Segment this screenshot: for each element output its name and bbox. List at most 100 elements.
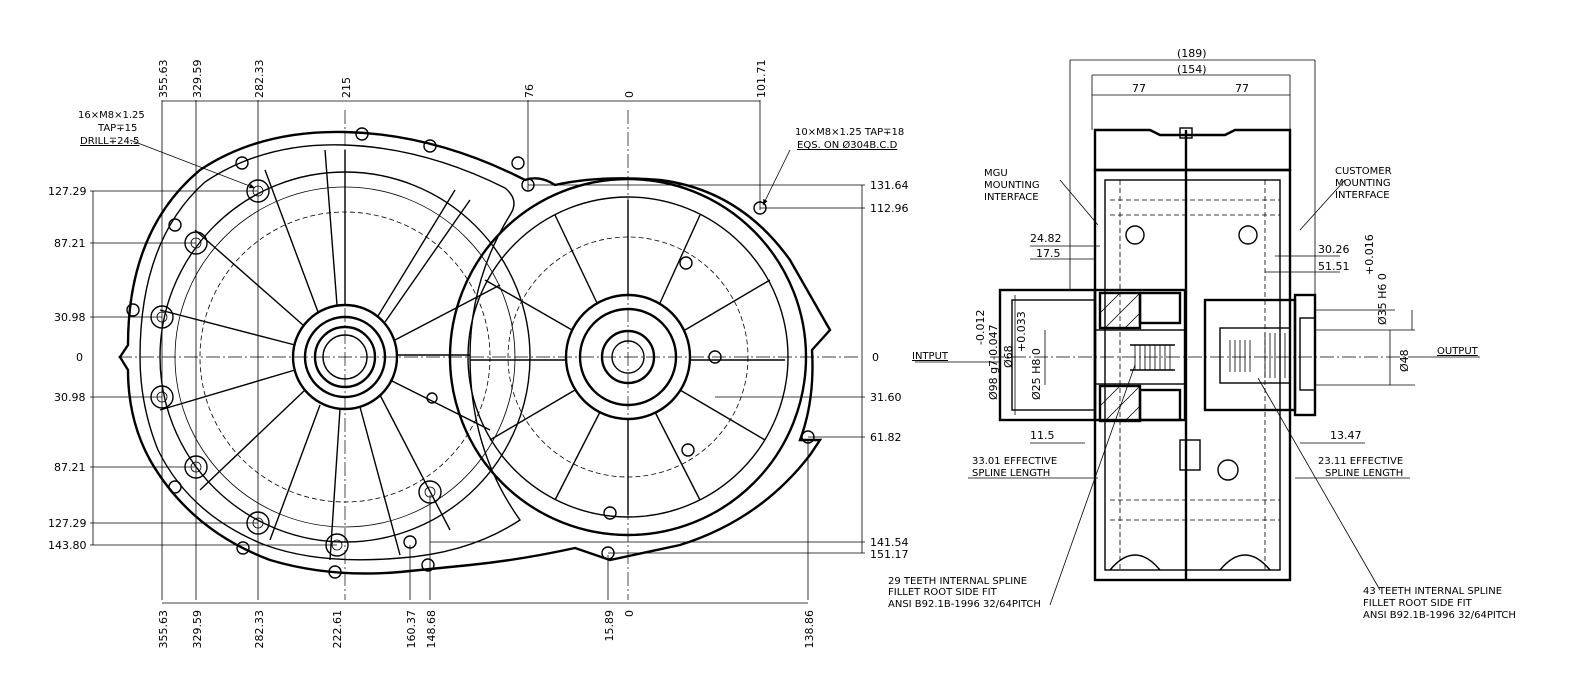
spline-right-line-1: 23.11 EFFECTIVE (1318, 456, 1403, 467)
dim-top-2: 282.33 (253, 60, 266, 99)
dim-right-3: 31.60 (870, 391, 902, 404)
dim-left-6: 127.29 (48, 517, 87, 530)
dim-bottom-8: 138.86 (803, 610, 816, 649)
dim-bottom-4: 160.37 (405, 610, 418, 649)
dim-bottom-0: 355.63 (157, 610, 170, 649)
customer-line-3: INTERFACE (1335, 190, 1390, 201)
dim-top-1: 329.59 (191, 60, 204, 99)
dim-13-47: 13.47 (1330, 429, 1362, 442)
dia-35: Ø35 H6 0 (1376, 273, 1389, 325)
tap-note-right-line-1: 10×M8×1.25 TAP∓18 (795, 127, 904, 138)
dim-left-7: 143.80 (48, 539, 87, 552)
tap-note-left: 16×M8×1.25 TAP∓15 DRILL∓24.5 (78, 110, 145, 147)
spline-length-right: 23.11 EFFECTIVE SPLINE LENGTH (1318, 456, 1403, 479)
dim-bottom-5: 148.68 (425, 610, 438, 649)
dia-68: Ø68 (1002, 345, 1015, 368)
dim-bottom-7: 0 (623, 610, 636, 617)
spline-length-left: 33.01 EFFECTIVE SPLINE LENGTH (972, 456, 1057, 479)
spline-note-left-2: FILLET ROOT SIDE FIT (888, 587, 998, 598)
dim-77-left: 77 (1132, 82, 1146, 95)
spline-right-line-2: SPLINE LENGTH (1325, 468, 1403, 479)
dim-17-5: 17.5 (1036, 247, 1061, 260)
dim-right-2: 0 (872, 351, 879, 364)
dim-top-3: 215 (340, 77, 353, 98)
dim-bottom-3: 222.61 (331, 610, 344, 649)
front-view-top-dims: 355.63 329.59 282.33 215 76 0 101.71 (157, 60, 768, 99)
top-extension-lines (161, 100, 809, 604)
dim-right-4: 61.82 (870, 431, 902, 444)
dim-left-2: 30.98 (54, 311, 86, 324)
mgu-line-1: MGU (984, 168, 1008, 179)
spline-note-right-1: 43 TEETH INTERNAL SPLINE (1363, 586, 1502, 597)
dia-48: Ø48 (1398, 349, 1411, 372)
dia-98: Ø98 g7-0.047 (987, 324, 1000, 400)
output-label: OUTPUT (1437, 346, 1479, 357)
dim-77-right: 77 (1235, 82, 1249, 95)
mgu-line-2: MOUNTING (984, 180, 1040, 191)
spline-left-line-2: SPLINE LENGTH (972, 468, 1050, 479)
mgu-line-3: INTERFACE (984, 192, 1039, 203)
housing-outline-left (118, 130, 832, 575)
front-view (90, 100, 865, 604)
dim-top-6: 101.71 (755, 60, 768, 99)
dim-right-6: 151.17 (870, 548, 909, 561)
tap-note-right-line-2: EQS. ON Ø304B.C.D (797, 139, 898, 151)
front-view-right-dims: 131.64 112.96 0 31.60 61.82 141.54 151.1… (870, 179, 909, 561)
tap-note-line-1: 16×M8×1.25 (78, 110, 145, 121)
dim-189: (189) (1177, 47, 1207, 60)
spline-note-right-3: ANSI B92.1B-1996 32/64PITCH (1363, 610, 1516, 621)
spline-note-left-3: ANSI B92.1B-1996 32/64PITCH (888, 599, 1041, 610)
spline-note-left-1: 29 TEETH INTERNAL SPLINE (888, 576, 1027, 587)
dim-154: (154) (1177, 63, 1207, 76)
spline-note-right: 43 TEETH INTERNAL SPLINE FILLET ROOT SID… (1363, 586, 1516, 621)
right-extension-lines (430, 184, 865, 554)
dim-left-3: 0 (76, 351, 83, 364)
customer-line-2: MOUNTING (1335, 178, 1391, 189)
dim-right-1: 112.96 (870, 202, 909, 215)
spline-left (1130, 344, 1175, 371)
section-right-dims: 30.26 51.51 13.47 (1318, 243, 1362, 442)
dim-51-51: 51.51 (1318, 260, 1350, 273)
section-vertical-right: +0.016 Ø35 H6 0 Ø48 (1363, 234, 1411, 372)
spokes-left (159, 149, 501, 561)
left-extension-lines (90, 190, 337, 546)
customer-line-1: CUSTOMER (1335, 166, 1392, 177)
tol-025: +0.033 (1015, 311, 1028, 352)
tol-016: +0.016 (1363, 234, 1376, 275)
dim-left-0: 127.29 (48, 185, 87, 198)
mgu-label: MGU MOUNTING INTERFACE (984, 168, 1040, 203)
dim-30-26: 30.26 (1318, 243, 1350, 256)
dim-bottom-1: 329.59 (191, 610, 204, 649)
section-top-dims: (189) (154) 77 77 (1132, 47, 1249, 95)
front-view-left-dims: 127.29 87.21 30.98 0 30.98 87.21 127.29 … (48, 185, 87, 552)
spline-note-left: 29 TEETH INTERNAL SPLINE FILLET ROOT SID… (888, 576, 1041, 610)
front-view-bottom-dims: 355.63 329.59 282.33 222.61 160.37 148.6… (157, 610, 816, 649)
section-top-dims-lines (1069, 59, 1316, 295)
section-left-dims: 24.82 17.5 11.5 (1030, 232, 1062, 442)
tap-note-line-3: DRILL∓24.5 (80, 136, 139, 147)
dim-left-4: 30.98 (54, 391, 86, 404)
dim-11-5: 11.5 (1030, 429, 1055, 442)
dim-top-0: 355.63 (157, 60, 170, 99)
tol-upper: -0.012 (974, 310, 987, 345)
input-label: INTPUT (912, 351, 949, 362)
tap-note-right: 10×M8×1.25 TAP∓18 EQS. ON Ø304B.C.D (795, 127, 904, 151)
spokes-right (470, 200, 785, 515)
dia-25: Ø25 H8 0 (1030, 348, 1043, 400)
dim-top-4: 76 (523, 84, 536, 98)
section-view (915, 59, 1480, 606)
dim-right-0: 131.64 (870, 179, 909, 192)
tap-note-line-2: TAP∓15 (97, 123, 137, 134)
spline-left-line-1: 33.01 EFFECTIVE (972, 456, 1057, 467)
dim-top-5: 0 (623, 91, 636, 98)
dim-24-82: 24.82 (1030, 232, 1062, 245)
dim-left-5: 87.21 (54, 461, 86, 474)
dim-left-1: 87.21 (54, 237, 86, 250)
section-vertical-left: -0.012 Ø98 g7-0.047 Ø68 +0.033 Ø25 H8 0 (974, 310, 1043, 400)
dim-right-5: 141.54 (870, 536, 909, 549)
spline-right (1229, 333, 1286, 378)
customer-label: CUSTOMER MOUNTING INTERFACE (1335, 166, 1392, 201)
spline-note-right-2: FILLET ROOT SIDE FIT (1363, 598, 1473, 609)
dim-bottom-6: 15.89 (603, 610, 616, 642)
